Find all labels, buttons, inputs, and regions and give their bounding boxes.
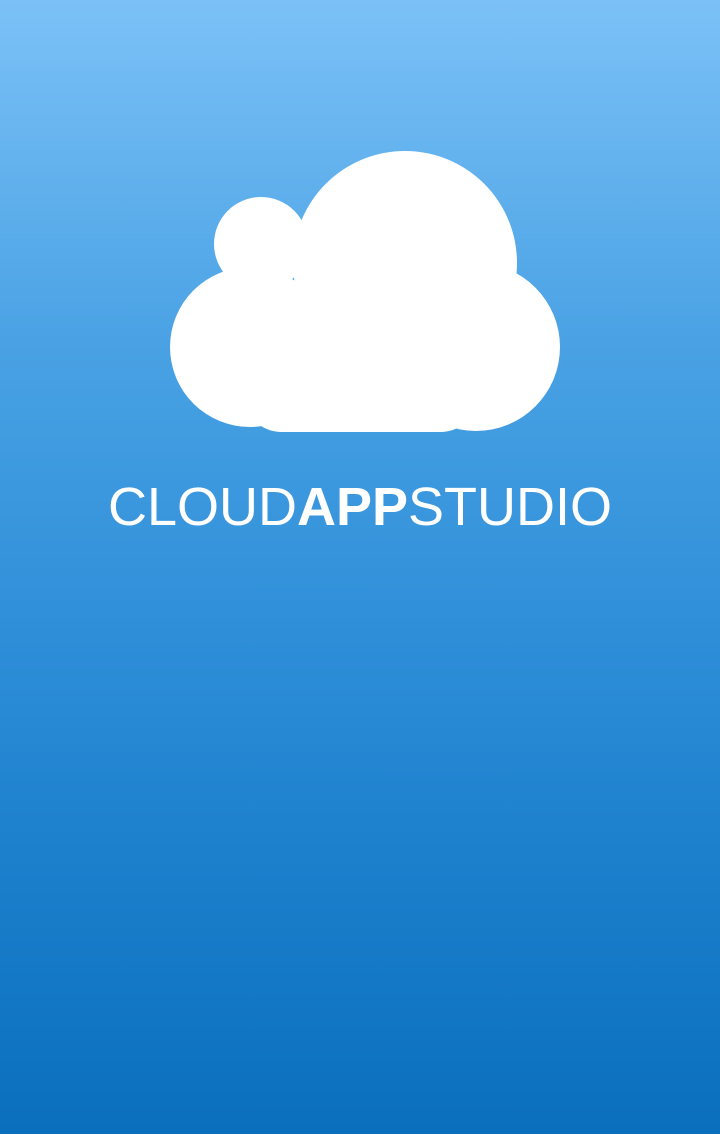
app-logo-wordmark: CLOUDAPPSTUDIO [0,474,720,540]
logo-text-app: APP [296,477,409,537]
logo-text-cloud: CLOUD [107,477,297,537]
logo-text-studio: STUDIO [408,477,613,537]
cloud-icon [170,151,560,432]
